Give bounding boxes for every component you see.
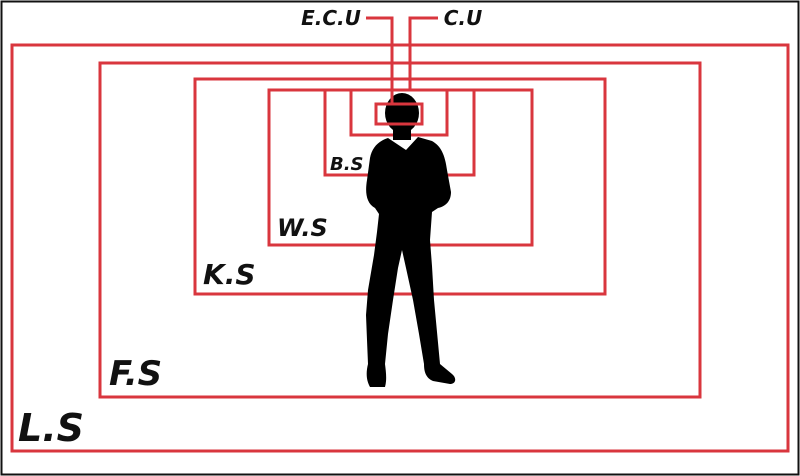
close-up-leader — [408, 16, 438, 90]
extreme-close-up-frame — [374, 102, 424, 126]
silhouette-neck — [393, 124, 411, 140]
close-up-label: C.U — [444, 6, 483, 30]
extreme-close-up-label: E.C.U — [301, 6, 361, 30]
extreme-close-up-leader — [366, 16, 394, 104]
bust-shot-label: B.S — [330, 154, 364, 175]
knee-shot-label: K.S — [203, 258, 256, 291]
full-shot-frame — [98, 61, 702, 399]
knee-shot-frame — [193, 77, 607, 296]
silhouette-hand — [370, 190, 388, 206]
silhouette-body — [366, 137, 456, 387]
long-shot-frame — [10, 43, 790, 453]
silhouette-eyewear — [386, 108, 418, 113]
long-shot-label: L.S — [18, 406, 84, 450]
full-shot-label: F.S — [109, 354, 162, 394]
waist-shot-label: W.S — [277, 214, 328, 242]
